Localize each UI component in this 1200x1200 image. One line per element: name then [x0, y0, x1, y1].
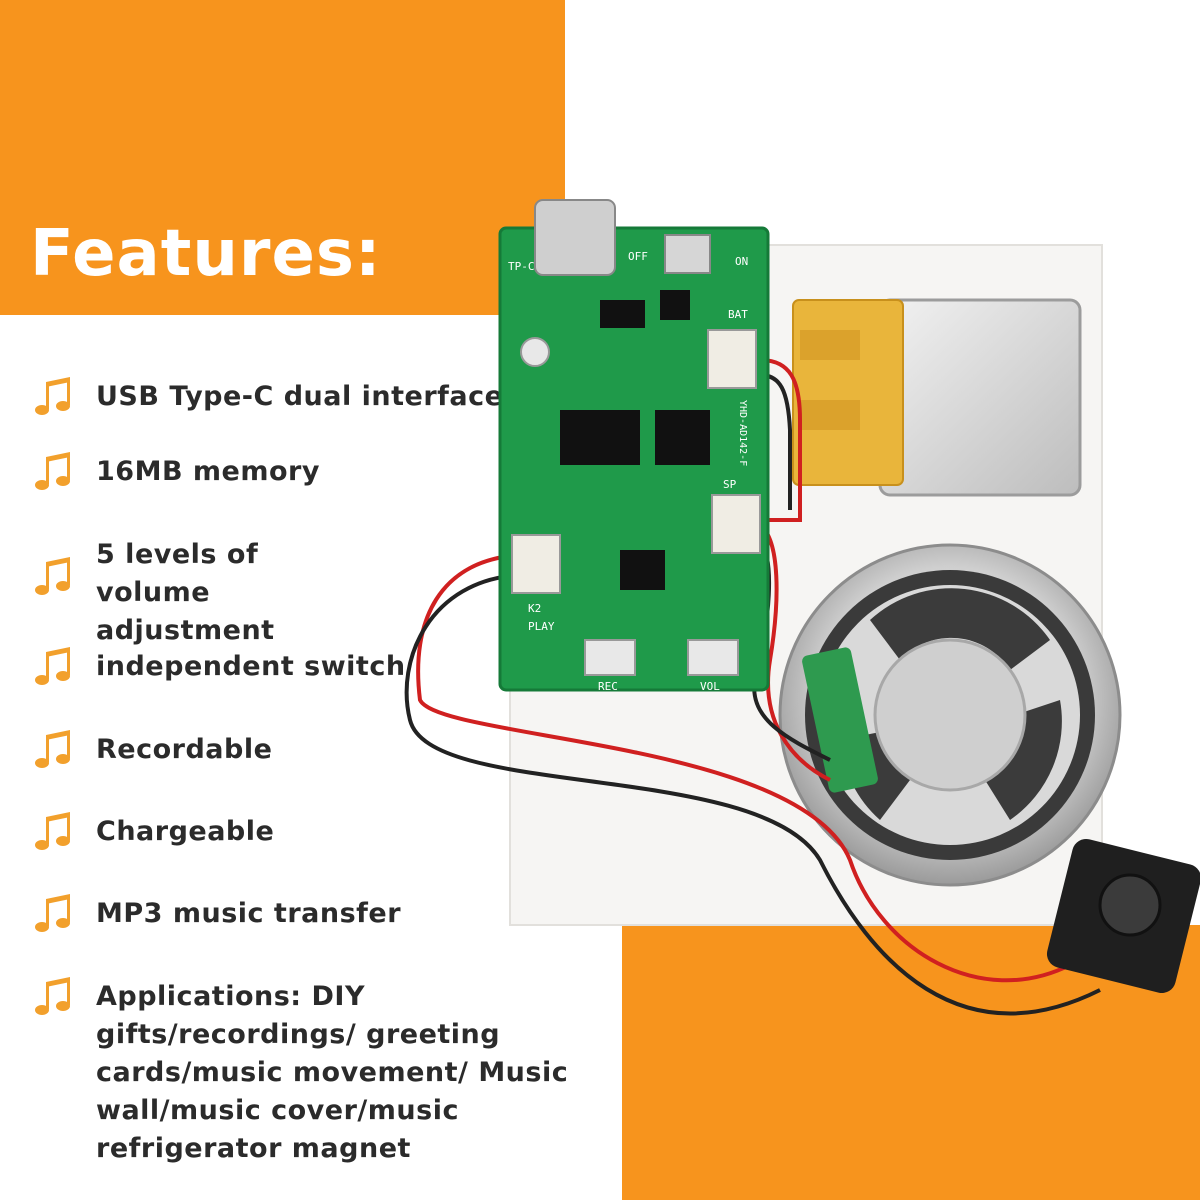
music-note-icon — [35, 557, 70, 595]
orange-corner-block — [622, 925, 1200, 1200]
label-sp: SP — [723, 478, 737, 491]
feature-text: Applications: DIY gifts/recordings/ gree… — [96, 981, 569, 1164]
feature-text: Chargeable — [96, 816, 275, 847]
microphone — [520, 337, 550, 367]
feature-item-switch: independent switch — [32, 647, 406, 688]
feature-text: Recordable — [96, 734, 273, 765]
label-rec: REC — [598, 680, 618, 693]
music-note-icon — [35, 452, 70, 490]
label-off: OFF — [628, 250, 648, 263]
music-note-icon — [35, 730, 70, 768]
speaker — [778, 543, 1122, 887]
label-on: ON — [735, 255, 748, 268]
label-vol: VOL — [700, 680, 720, 693]
feature-text: USB Type-C dual interface — [96, 381, 504, 412]
feature-item-chargeable: Chargeable — [32, 812, 275, 853]
orange-header-band — [0, 0, 565, 315]
music-note-icon — [35, 812, 70, 850]
label-play: PLAY — [528, 620, 555, 633]
music-note-icon — [35, 977, 70, 1015]
power-switch — [664, 234, 711, 274]
feature-item-recordable: Recordable — [32, 730, 273, 771]
music-note-icon — [35, 377, 70, 415]
feature-item-usb-type-c: USB Type-C dual interface — [32, 377, 504, 418]
feature-item-mp3: MP3 music transfer — [32, 894, 402, 935]
feature-text: independent switch — [96, 651, 406, 682]
rec-button — [584, 639, 636, 676]
label-model: YHD-AD142-F — [737, 400, 748, 466]
label-bat: BAT — [728, 308, 748, 321]
feature-item-volume: 5 levels of volume adjustment — [32, 536, 376, 650]
vol-button — [687, 639, 739, 676]
feature-item-applications: Applications: DIY gifts/recordings/ gree… — [32, 977, 596, 1168]
music-note-icon — [35, 647, 70, 685]
backing-card — [509, 244, 1103, 926]
feature-text: MP3 music transfer — [96, 898, 402, 929]
lithium-battery — [792, 298, 1082, 497]
feature-item-memory: 16MB memory — [32, 452, 320, 493]
label-k2: K2 — [528, 602, 541, 615]
music-note-icon — [35, 894, 70, 932]
features-heading: Features: — [30, 217, 382, 291]
feature-text: 16MB memory — [96, 456, 320, 487]
feature-text: 5 levels of volume adjustment — [96, 539, 275, 646]
